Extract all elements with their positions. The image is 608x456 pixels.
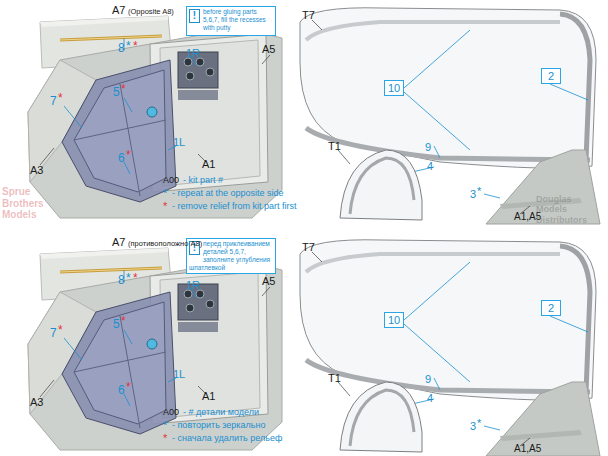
callout-number: * xyxy=(126,381,131,393)
part-label: A00 xyxy=(163,176,179,185)
note-text: before gluing parts 5,6,7, fill the rece… xyxy=(187,7,275,33)
callout-number: 7 xyxy=(50,327,57,339)
callout-number: 4 xyxy=(427,161,433,172)
callout-number: * xyxy=(121,83,126,95)
callout-number: 3 xyxy=(470,421,476,432)
watermark: Sprue Brothers Models xyxy=(2,186,58,221)
part-label: A5 xyxy=(262,276,275,287)
callout-number: * xyxy=(163,433,167,444)
callout-number: * xyxy=(163,188,167,199)
callout-number: - повторить зеркально xyxy=(172,421,265,430)
callout-number: 1R xyxy=(186,48,200,59)
callout-number: * xyxy=(477,186,481,197)
callout-number: 10 xyxy=(385,81,403,95)
callout-number: 2 xyxy=(542,301,560,315)
part-label: A1 xyxy=(202,159,215,170)
callout-number: - remove relief from kit part first xyxy=(172,202,297,211)
callout-number: * xyxy=(126,149,131,161)
part-label: A7 xyxy=(112,5,125,16)
part-label: A7 xyxy=(112,237,125,248)
part-label: A1,A5 xyxy=(514,444,541,454)
warning-icon: ! xyxy=(189,9,200,23)
callout-number: * xyxy=(163,201,167,212)
callout-number: 8 xyxy=(118,274,125,286)
part-label: A5 xyxy=(262,44,275,55)
watermark: Douglas Models Distributors xyxy=(536,194,600,225)
callout-number: * xyxy=(133,40,138,52)
callout-number: - сначала удалить рельеф xyxy=(172,434,282,443)
callout-number: * xyxy=(477,418,481,429)
callout-box: 10 xyxy=(384,80,404,96)
callout-number: 7 xyxy=(50,95,57,107)
callout-number: * xyxy=(133,272,138,284)
callout-number: - # детали модели xyxy=(183,408,259,417)
part-label: A00 xyxy=(163,408,179,417)
callout-number: - repeat at the opposite side xyxy=(172,189,284,198)
callout-box: 10 xyxy=(384,312,404,328)
callout-number: 1L xyxy=(173,369,185,380)
callout-number: 2 xyxy=(542,69,560,83)
callout-number: 10 xyxy=(385,313,403,327)
callout-number: 8 xyxy=(118,42,125,54)
callout-number: 3 xyxy=(470,189,476,200)
callout-number: 9 xyxy=(425,142,431,153)
callout-number: * xyxy=(121,315,126,327)
part-label: T1 xyxy=(328,373,341,384)
note-box: !before gluing parts 5,6,7, fill the rec… xyxy=(186,6,276,36)
callout-number: 5 xyxy=(113,86,120,98)
callout-number: 6 xyxy=(118,384,125,396)
part-label: A3 xyxy=(30,397,43,408)
part-label: A1 xyxy=(202,391,215,402)
part-label: T1 xyxy=(328,141,341,152)
callout-number: 4 xyxy=(427,393,433,404)
callout-number: * xyxy=(126,40,131,52)
part-label: T7 xyxy=(302,10,315,21)
callout-box: 2 xyxy=(541,68,561,84)
callout-number: * xyxy=(163,420,167,431)
callout-number: * xyxy=(126,272,131,284)
part-label: T7 xyxy=(302,242,315,253)
callout-number: * xyxy=(58,92,63,104)
part-label: (противоположно A8) xyxy=(128,240,202,248)
callout-number: 6 xyxy=(118,152,125,164)
callout-number: * xyxy=(58,324,63,336)
callout-number: 1L xyxy=(173,137,185,148)
callout-number: 9 xyxy=(425,374,431,385)
callout-number: - kit part # xyxy=(183,176,223,185)
callout-number: 1R xyxy=(186,280,200,291)
part-label: (Opposite A8) xyxy=(128,8,174,16)
callout-box: 2 xyxy=(541,300,561,316)
callout-number: 5 xyxy=(113,318,120,330)
part-label: A3 xyxy=(30,165,43,176)
